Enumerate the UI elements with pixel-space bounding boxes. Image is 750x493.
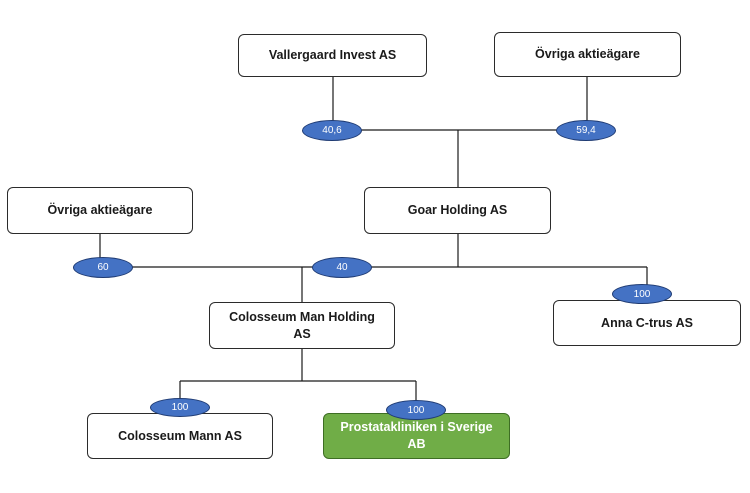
ownership-badge-prostata: 100: [386, 400, 446, 420]
ownership-badge-vallergaard: 40,6: [302, 120, 362, 141]
ownership-badge-goar: 40: [312, 257, 372, 278]
ownership-badge-ovriga-top: 59,4: [556, 120, 616, 141]
entity-vallergaard-invest: Vallergaard Invest AS: [238, 34, 427, 77]
ownership-badge-colosseum-mann: 100: [150, 398, 210, 417]
entity-ovriga-aktieagare-left: Övriga aktieägare: [7, 187, 193, 234]
entity-prostatakliniken: Prostatakliniken i Sverige AB: [323, 413, 510, 459]
entity-colosseum-man-holding: Colosseum Man Holding AS: [209, 302, 395, 349]
entity-goar-holding: Goar Holding AS: [364, 187, 551, 234]
entity-ovriga-aktieagare-top: Övriga aktieägare: [494, 32, 681, 77]
entity-anna-c-trus: Anna C-trus AS: [553, 300, 741, 346]
ownership-badge-ovriga-left: 60: [73, 257, 133, 278]
ownership-badge-anna: 100: [612, 284, 672, 304]
entity-colosseum-mann: Colosseum Mann AS: [87, 413, 273, 459]
